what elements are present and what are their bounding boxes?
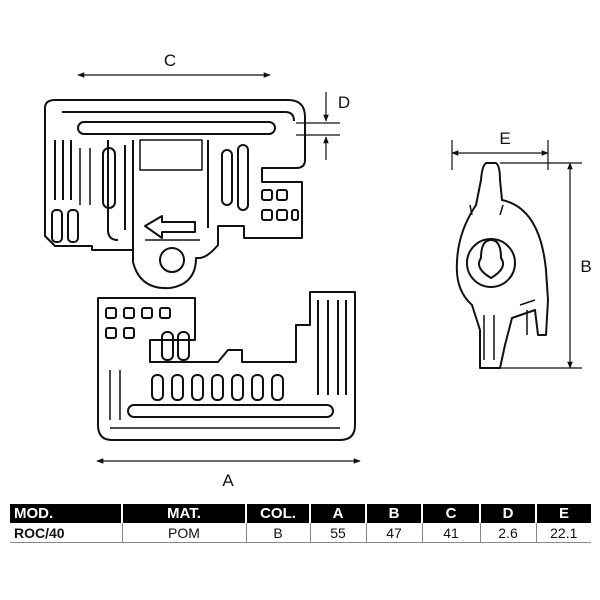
cell-col: B <box>246 523 311 543</box>
dimension-label-d: D <box>338 93 350 112</box>
dimension-label-a: A <box>222 471 234 490</box>
cell-e: 22.1 <box>536 523 591 543</box>
header-d: D <box>480 504 537 523</box>
technical-drawing: C A D E B <box>44 51 592 490</box>
cell-c: 41 <box>422 523 481 543</box>
header-mod: MOD. <box>10 504 123 523</box>
table-row: ROC/40 POM B 55 47 41 2.6 22.1 <box>10 523 591 543</box>
cell-mod: ROC/40 <box>10 523 123 543</box>
header-col: COL. <box>246 504 311 523</box>
header-b: B <box>366 504 423 523</box>
buckle-upper-part <box>44 99 306 290</box>
header-mat: MAT. <box>122 504 247 523</box>
buckle-side-view <box>455 162 549 369</box>
specification-table: MOD. MAT. COL. A B C D E ROC/40 POM B 55… <box>10 504 591 543</box>
cell-mat: POM <box>122 523 247 543</box>
header-c: C <box>422 504 481 523</box>
header-a: A <box>310 504 367 523</box>
cell-b: 47 <box>366 523 423 543</box>
dimension-label-b: B <box>580 257 591 276</box>
dimension-label-c: C <box>164 51 176 70</box>
table-header-row: MOD. MAT. COL. A B C D E <box>10 504 591 523</box>
cell-a: 55 <box>310 523 367 543</box>
cell-d: 2.6 <box>480 523 537 543</box>
buckle-lower-part <box>97 291 356 441</box>
header-e: E <box>536 504 591 523</box>
dimension-lines <box>77 72 582 464</box>
dimension-label-e: E <box>499 129 510 148</box>
